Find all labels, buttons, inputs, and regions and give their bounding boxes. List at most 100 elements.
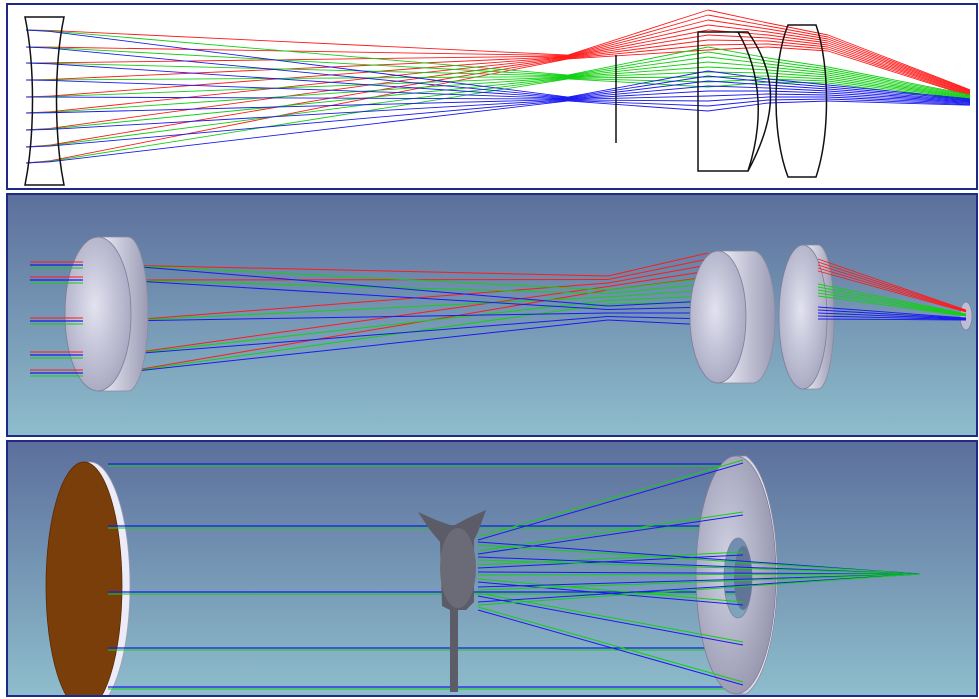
ray bbox=[49, 79, 569, 99]
ray bbox=[827, 98, 971, 105]
ray bbox=[707, 43, 769, 46]
ray bbox=[707, 9, 769, 24]
ray bbox=[567, 14, 709, 56]
ray bbox=[567, 70, 709, 98]
ray bbox=[707, 39, 769, 42]
ray bbox=[767, 84, 829, 90]
ray bbox=[49, 63, 569, 99]
ray bbox=[707, 66, 769, 71]
ray bbox=[767, 72, 829, 78]
ray bbox=[117, 296, 609, 322]
ray bbox=[827, 94, 971, 104]
ray bbox=[827, 46, 971, 96]
ray bbox=[827, 36, 971, 92]
ray bbox=[117, 316, 609, 356]
ray bbox=[767, 78, 829, 86]
rear-lens-2-3d bbox=[778, 244, 835, 390]
ray bbox=[607, 264, 709, 284]
ray bbox=[607, 277, 709, 291]
ray bbox=[567, 85, 709, 99]
ray bbox=[707, 56, 769, 65]
ray bbox=[117, 279, 609, 310]
ray bbox=[117, 286, 609, 356]
ray bbox=[477, 462, 744, 541]
ray bbox=[117, 282, 609, 322]
ray bbox=[49, 57, 569, 113]
ray bbox=[767, 87, 829, 92]
reflective-3d-panel bbox=[6, 440, 978, 697]
ray bbox=[707, 102, 769, 112]
ray bbox=[49, 58, 569, 162]
layout-2d-svg bbox=[24, 9, 971, 186]
ray bbox=[827, 48, 971, 96]
ray bbox=[827, 90, 971, 102]
ray bbox=[817, 295, 967, 317]
ray bbox=[827, 84, 971, 100]
ray bbox=[117, 300, 609, 356]
ray bbox=[49, 78, 569, 162]
ray-fan-2d bbox=[25, 9, 971, 164]
ray bbox=[49, 30, 569, 98]
ray bbox=[767, 90, 829, 94]
ray bbox=[477, 573, 921, 576]
ray bbox=[707, 99, 769, 107]
ray bbox=[827, 86, 971, 101]
rear-lens-2-2d bbox=[737, 31, 759, 172]
ray bbox=[117, 289, 609, 374]
ray bbox=[477, 554, 744, 569]
ray bbox=[49, 30, 569, 56]
scene-background bbox=[8, 442, 976, 695]
ray bbox=[767, 31, 829, 42]
ray bbox=[827, 42, 971, 94]
ray bbox=[477, 595, 744, 646]
primary-mirror-3d bbox=[695, 455, 778, 695]
ray bbox=[827, 96, 971, 105]
ray bbox=[567, 95, 709, 100]
ray bbox=[827, 38, 971, 92]
ray bbox=[767, 40, 829, 48]
ray bbox=[477, 606, 744, 683]
ray bbox=[827, 66, 971, 96]
ray bbox=[607, 258, 709, 280]
ray bbox=[567, 19, 709, 57]
ray bbox=[49, 99, 569, 147]
ray-bundle-3d-front bbox=[30, 258, 967, 377]
ray bbox=[767, 78, 829, 82]
ray bbox=[567, 78, 709, 88]
ray bbox=[477, 511, 744, 552]
ray bbox=[707, 70, 769, 80]
ray bbox=[707, 19, 769, 30]
ray bbox=[767, 81, 829, 84]
ray bbox=[567, 29, 709, 58]
ray bbox=[567, 51, 709, 77]
ray bbox=[767, 25, 829, 38]
ray bbox=[567, 66, 709, 78]
ray bbox=[117, 264, 609, 307]
ray bbox=[827, 34, 971, 91]
ray bbox=[767, 57, 829, 68]
ray bbox=[707, 46, 769, 59]
ray bbox=[817, 283, 967, 315]
ray bbox=[767, 43, 829, 50]
ray bbox=[827, 70, 971, 97]
ray bbox=[707, 93, 769, 97]
ray bbox=[817, 312, 967, 320]
ray bbox=[817, 318, 967, 321]
ray bbox=[49, 57, 569, 146]
ray bbox=[117, 279, 609, 294]
ray bbox=[817, 315, 967, 320]
ray bbox=[567, 100, 709, 112]
ray bbox=[25, 29, 51, 32]
ray bbox=[49, 30, 569, 76]
refractive-3d-svg bbox=[8, 195, 976, 435]
ray bbox=[817, 292, 967, 316]
ray bbox=[477, 551, 744, 566]
ray bbox=[49, 62, 569, 77]
ray bbox=[477, 459, 744, 538]
ray bbox=[49, 76, 569, 81]
reflective-3d-svg bbox=[8, 442, 976, 695]
ray bbox=[567, 56, 709, 77]
ray bbox=[817, 289, 967, 316]
ray bbox=[567, 76, 709, 79]
ray bbox=[567, 61, 709, 77]
